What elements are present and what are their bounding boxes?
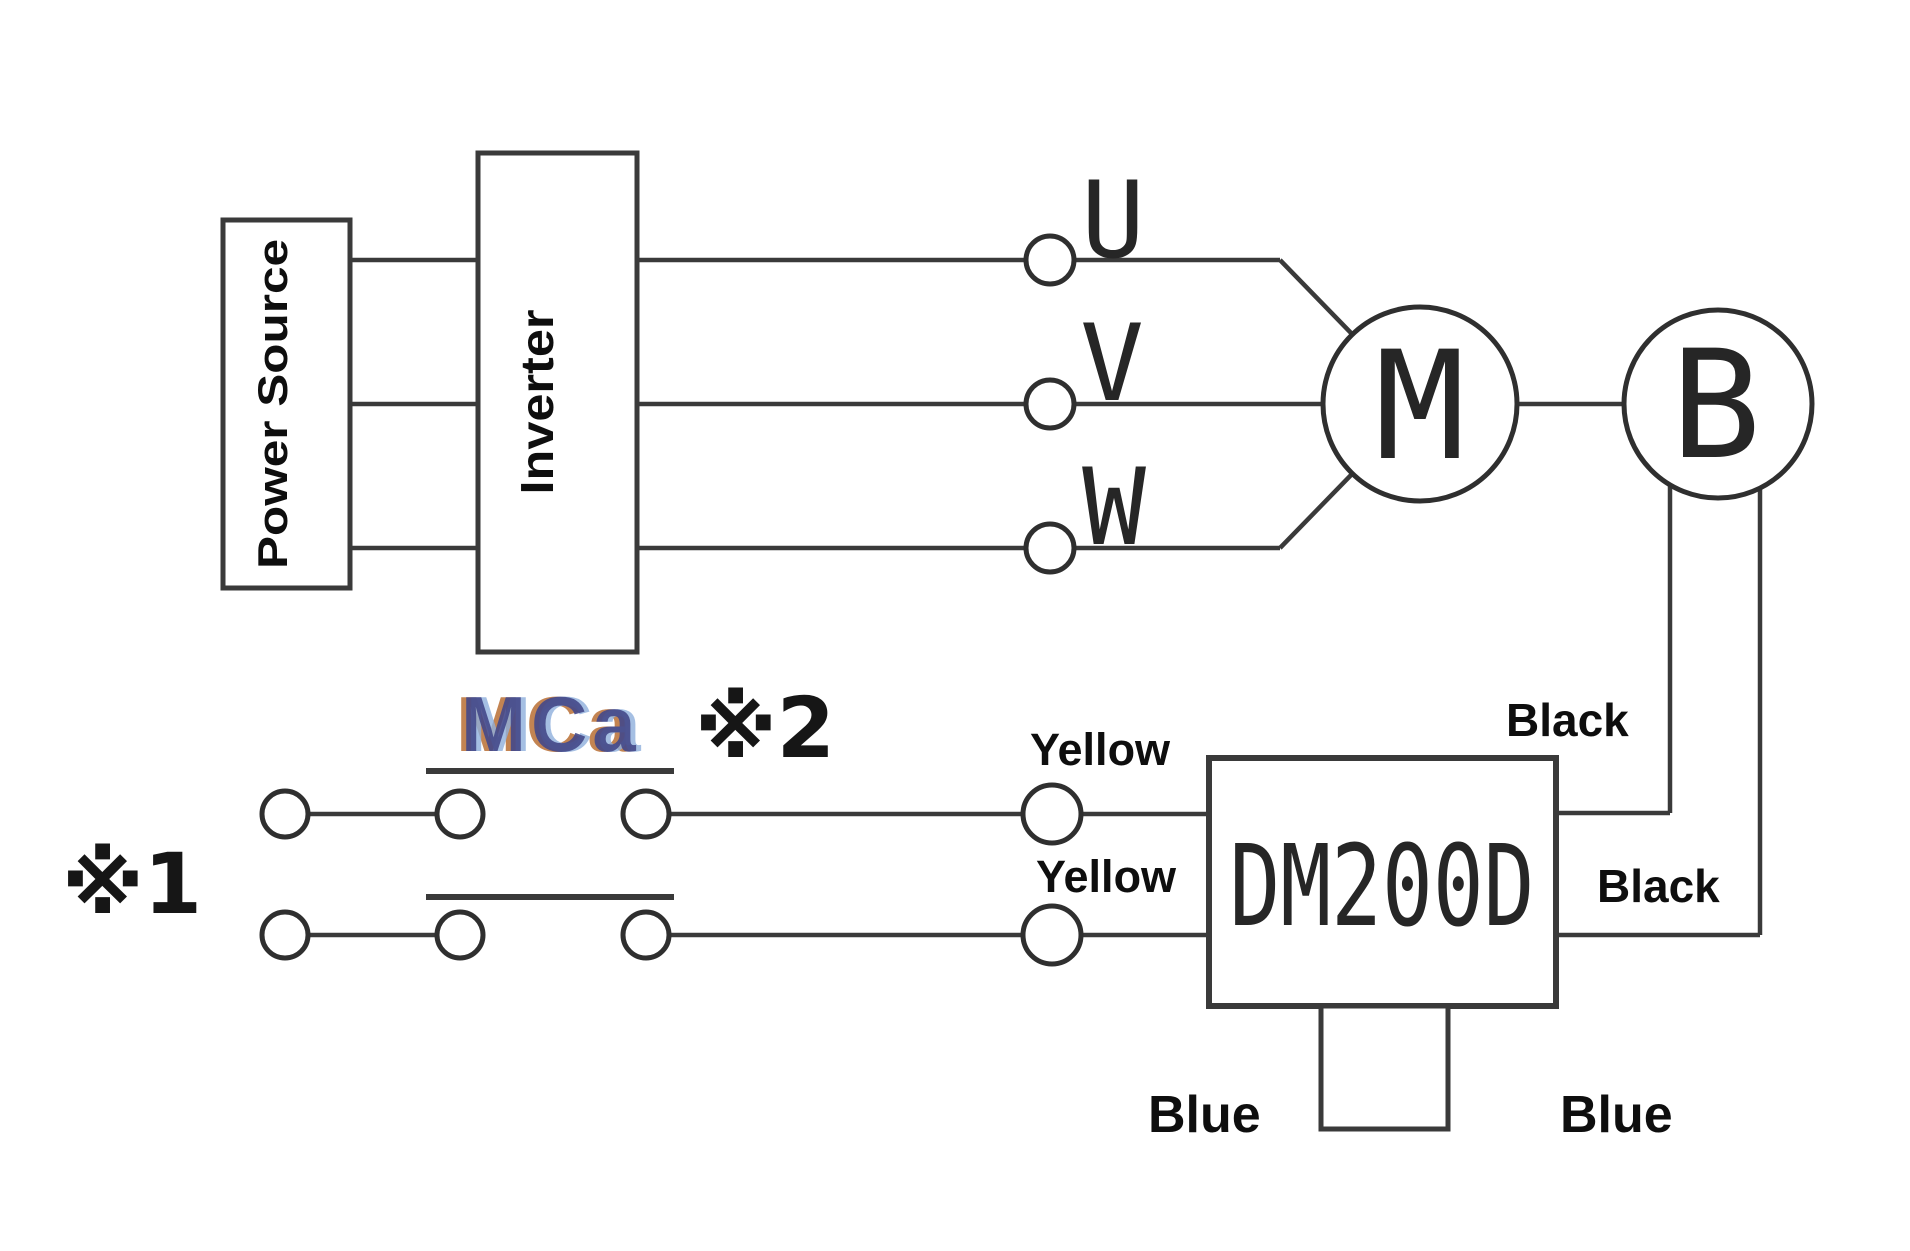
row1-yellow-terminal: [1020, 782, 1084, 846]
wires-brake-to-rectifier: [1556, 485, 1763, 938]
note-1-label: ※1: [62, 835, 202, 933]
power-source-box: [220, 217, 353, 591]
contact-circles-row1: [259, 782, 1084, 846]
terminal-v-label: V: [1080, 302, 1144, 425]
terminal-u-label: U: [1081, 159, 1145, 282]
contactor-label-fringe-warm: MCa: [456, 680, 636, 768]
yellow-bottom-label: Yellow: [1036, 851, 1177, 902]
row1-terminal-1: [259, 788, 311, 840]
row1-contact-b: [620, 788, 672, 840]
inverter-box: [475, 150, 640, 655]
row2-contact-a: [434, 909, 486, 961]
note-2-label: ※2: [695, 679, 835, 777]
motor-circle: [1320, 304, 1520, 504]
contactor-label: MCa: [461, 680, 641, 768]
black-top-label: Black: [1506, 694, 1629, 746]
brake-label: B: [1671, 319, 1761, 493]
wires-inverter-to-motor: [637, 257, 1624, 551]
wire-w-diagonal: [1278, 471, 1355, 550]
power-source-label: Power Source: [249, 239, 296, 569]
row1-contact-a: [434, 788, 486, 840]
black-bottom-label: Black: [1597, 860, 1720, 912]
terminal-w-circle: [1023, 521, 1077, 575]
contactor-label-group: MCa MCa MCa: [456, 680, 646, 768]
terminal-u-circle: [1023, 233, 1077, 287]
inverter-label: Inverter: [511, 309, 563, 494]
blue-right-label: Blue: [1560, 1086, 1673, 1144]
rectifier-label: DM200D: [1230, 822, 1535, 952]
row2-contact-b: [620, 909, 672, 961]
contact-circles-row2: [259, 903, 1084, 967]
wire-u-diagonal: [1278, 258, 1354, 336]
brake-circle: [1621, 307, 1815, 501]
terminal-w-label: W: [1082, 446, 1146, 569]
rectifier-box: [1206, 755, 1559, 1009]
wires-contact-rows: [308, 768, 1209, 938]
motor-label: M: [1375, 320, 1465, 494]
row2-yellow-terminal: [1020, 903, 1084, 967]
yellow-top-label: Yellow: [1030, 724, 1171, 775]
contactor-label-fringe-cool: MCa: [466, 680, 646, 768]
terminal-v-circle: [1023, 377, 1077, 431]
blue-left-label: Blue: [1148, 1086, 1261, 1144]
row2-terminal-1: [259, 909, 311, 961]
rectifier-tab: [1318, 1003, 1451, 1132]
wires-power-to-inverter: [350, 257, 478, 551]
